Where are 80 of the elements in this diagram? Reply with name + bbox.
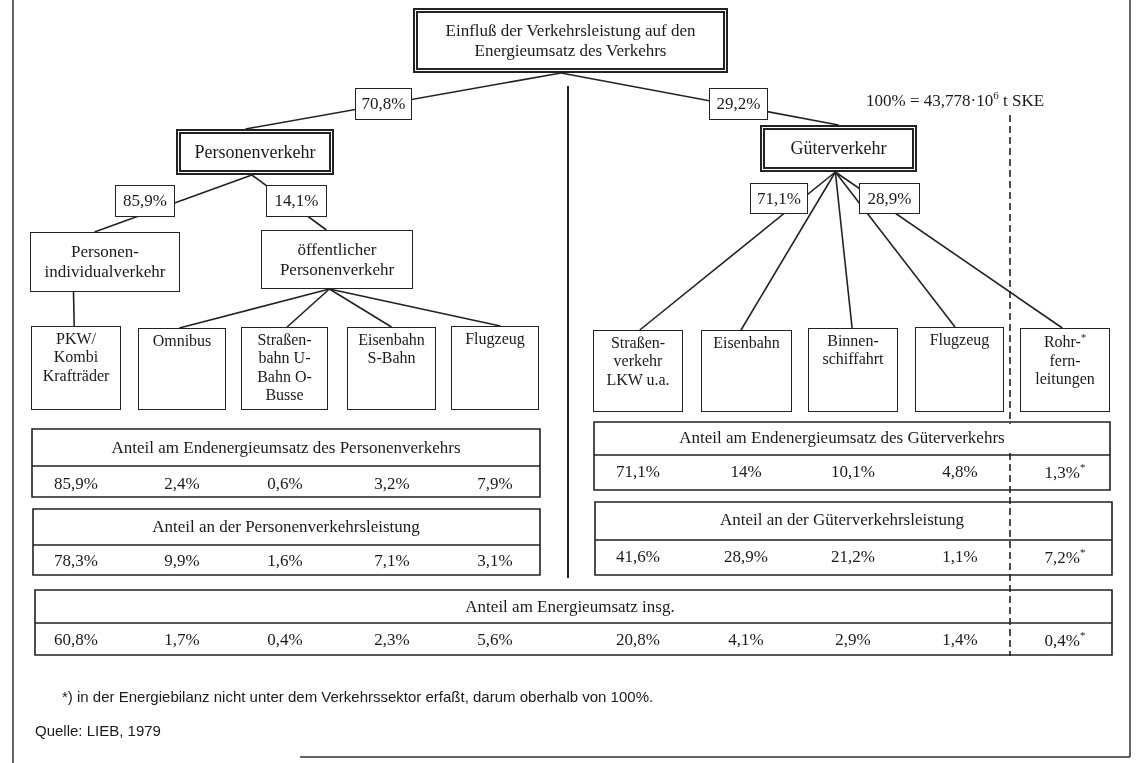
category-box — [451, 326, 539, 410]
category-box — [347, 327, 436, 410]
category-box — [241, 327, 328, 410]
percentage-label: 29,2% — [709, 88, 768, 120]
node-label: Einfluß der Verkehrsleistung auf den Energieumsatz des Verkehrs — [444, 20, 697, 61]
source-note: Quelle: LIEB, 1979 — [35, 721, 161, 739]
table-value: 7,1% — [374, 551, 410, 571]
table-value: 78,3% — [54, 551, 98, 571]
table-heading: Anteil an der Güterverkehrsleistung — [719, 510, 965, 530]
table-value: 85,9% — [54, 474, 98, 494]
node-label: Güterverkehr — [789, 138, 888, 159]
category-box — [261, 230, 413, 289]
node-label: Personenverkehr — [193, 141, 317, 163]
node-label: Omnibus — [151, 332, 213, 351]
connector-line — [328, 288, 393, 328]
table-heading: Anteil an der Personenverkehrsleistung — [152, 517, 420, 537]
table-value: 3,1% — [477, 551, 513, 571]
heading-box — [760, 125, 917, 172]
category-box — [701, 330, 792, 412]
node-label: Eisenbahn S-Bahn — [357, 331, 426, 368]
category-box — [138, 328, 226, 410]
connector-line — [286, 288, 331, 328]
heading-box — [176, 129, 334, 175]
table-value: 10,1% — [831, 462, 875, 482]
table-value: 1,7% — [164, 630, 200, 650]
table-value: 1,4% — [942, 630, 978, 650]
table-value: 0,4% — [267, 630, 303, 650]
category-box — [915, 327, 1004, 412]
node-label: öffentlicher Personenverkehr — [278, 239, 396, 280]
footnote: *) in der Energiebilanz nicht unter dem Verkehrssektor erfaßt, darum oberhalb von 100%. — [62, 687, 654, 705]
node-label: Flugzeug — [928, 331, 991, 350]
table-value: 2,9% — [835, 630, 871, 650]
percentage-label: 85,9% — [115, 185, 175, 217]
category-box — [593, 330, 683, 412]
percentage-label: 71,1% — [750, 183, 808, 214]
node-label: Binnen- schiffahrt — [821, 332, 885, 369]
table-value: 1,3%$^{*}$ — [1044, 461, 1086, 483]
table-value: 4,8% — [942, 462, 978, 482]
node-label: Straßen- verkehr LKW u.a. — [605, 334, 671, 390]
node-label: PKW/ Kombi Krafträder — [41, 330, 111, 386]
table-value: 7,2%$^{*}$ — [1044, 546, 1086, 568]
table-value: 28,9% — [724, 547, 768, 567]
table-value: 2,3% — [374, 630, 410, 650]
node-label: Rohr-$^{*}$ fern- leitungen — [1034, 332, 1096, 389]
table-value: 1,6% — [267, 551, 303, 571]
connector-line — [834, 171, 853, 329]
table-value: 7,9% — [477, 474, 513, 494]
table-value: 71,1% — [616, 462, 660, 482]
table-value: 0,6% — [267, 474, 303, 494]
table-value: 5,6% — [477, 630, 513, 650]
node-label: Personen- individualverkehr — [43, 242, 167, 282]
table-heading: Anteil am Endenergieumsatz des Personenverkehrs — [111, 438, 461, 458]
table-value: 0,4%$^{*}$ — [1044, 629, 1086, 651]
table-value: 2,4% — [164, 474, 200, 494]
percentage-label: 28,9% — [859, 183, 920, 214]
category-box — [1020, 328, 1110, 412]
table-value: 41,6% — [616, 547, 660, 567]
connector-line — [72, 291, 75, 327]
node-label: Flugzeug — [464, 330, 526, 349]
table-heading: Anteil am Energieumsatz insg. — [465, 597, 675, 617]
table-value: 14% — [730, 462, 762, 482]
connector-line — [740, 171, 837, 331]
heading-box — [413, 8, 728, 73]
node-label: Straßen- bahn U-Bahn O-Busse — [256, 331, 313, 405]
category-box — [808, 328, 898, 412]
node-label: Eisenbahn — [712, 334, 781, 353]
table-heading: Anteil am Endenergieumsatz des Güterverkehrs — [679, 428, 1005, 448]
percentage-label: 14,1% — [266, 185, 327, 217]
category-box — [30, 232, 180, 292]
connector-line — [834, 171, 956, 328]
total-note: 100% = 43,778·10$^{6}$ t SKE — [866, 89, 1045, 111]
table-value: 9,9% — [164, 551, 200, 571]
table-value: 3,2% — [374, 474, 410, 494]
table-value: 4,1% — [728, 630, 764, 650]
percentage-label: 70,8% — [355, 88, 412, 120]
table-value: 21,2% — [831, 547, 875, 567]
table-value: 60,8% — [54, 630, 98, 650]
category-box — [31, 326, 121, 410]
table-value: 1,1% — [942, 547, 978, 567]
table-value: 20,8% — [616, 630, 660, 650]
